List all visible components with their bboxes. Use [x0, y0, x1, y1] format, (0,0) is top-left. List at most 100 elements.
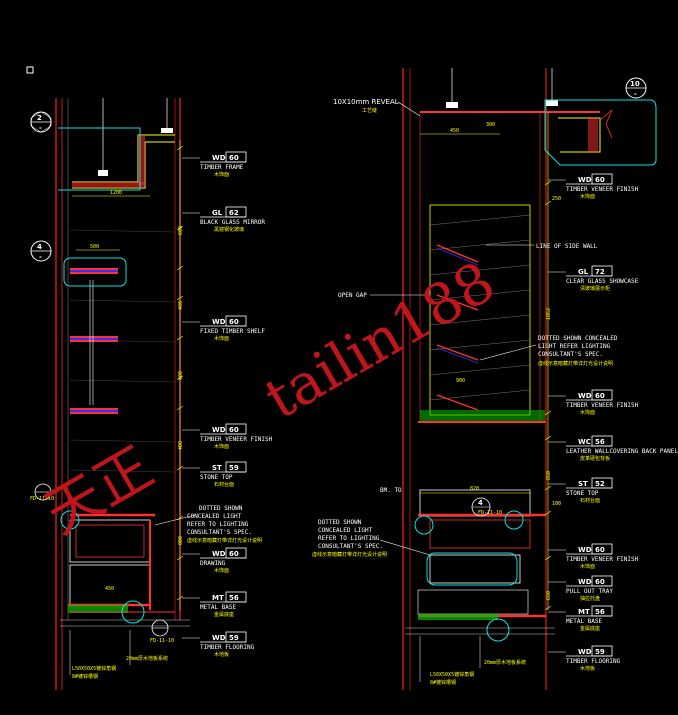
left-tag-cn: 木饰面 — [214, 443, 229, 450]
left-note-line-3: REFER TO LIGHTING — [187, 521, 249, 528]
left-elevation — [55, 98, 190, 690]
left-tag-num: 56 — [229, 594, 239, 602]
left-ref-bubble-2[interactable]: FD-11-10 — [150, 619, 174, 644]
reveal-cn: 工艺缝 — [362, 107, 377, 114]
left-bottom-note-3: 8#镀锌槽钢 — [72, 673, 98, 680]
right-note-line-3: CONSULTANT'S SPEC. — [538, 351, 603, 358]
left-tag-code: WD — [212, 154, 226, 162]
left-bottom-notes: 20mm厚木地板系统 L50X50X5镀锌角钢 8#镀锌槽钢 — [69, 630, 168, 680]
right-tag-cn: 木饰面 — [580, 409, 595, 416]
left-tag-cn: 黑镜钢化玻璃 — [214, 226, 244, 233]
left-ref-1-label: FD-11-10 — [30, 496, 54, 502]
left-tag-num: 60 — [229, 550, 239, 558]
left-bottom-note-2: L50X50X5镀锌角钢 — [72, 665, 116, 672]
right-tag-code: WD — [578, 176, 592, 184]
left-tag-num: 59 — [229, 464, 239, 472]
right-tag-cn: 石材台面 — [580, 497, 600, 504]
right-tag-cn: 皮革硬包背板 — [580, 455, 610, 462]
right-callout-4-sheet: FD-11-10 — [478, 510, 502, 516]
right-dim-8: 900 — [456, 378, 465, 384]
right-tag-num: 72 — [595, 268, 605, 276]
left-dim-6: 800 — [178, 536, 184, 545]
open-gap-label: OPEN GAP — [338, 292, 367, 299]
left-tag-text: TIMBER VENEER FINISH — [200, 436, 273, 443]
right-tag-text: TIMBER VENEER FINISH — [566, 186, 639, 193]
left-light-note: DOTTED SHOWN CONCEALED LIGHT REFER TO LI… — [154, 505, 262, 544]
right-tag-code: ST — [578, 480, 588, 488]
right-tag-cn: 木地板 — [580, 665, 595, 672]
right-tag-text: TIMBER FLOORING — [566, 658, 621, 665]
right-dim-7: 820 — [470, 486, 479, 492]
left-tag-num: 60 — [229, 426, 239, 434]
right-note2-line-4: CONSULTANT'S SPEC. — [318, 543, 383, 550]
left-ref-bubble-1[interactable]: FD-11-10 — [30, 483, 54, 502]
watermark: 天正 tailin188 — [35, 250, 506, 548]
left-dim-3: 400 — [178, 301, 184, 310]
right-dim-9: 650 — [546, 591, 552, 600]
left-shelf-callout-outline — [63, 257, 127, 287]
right-tag-text: STONE TOP — [566, 490, 599, 497]
right-tag-num: 52 — [595, 480, 605, 488]
right-tag-num: 60 — [595, 392, 605, 400]
right-note-line-2: LIGHT REFER LIGHTING — [538, 343, 611, 350]
right-tag-text: METAL BASE — [566, 618, 603, 625]
left-note-line-1: DOTTED SHOWN — [199, 505, 243, 512]
left-tag-code: GL — [212, 209, 223, 217]
right-tag-text: TIMBER VENEER FINISH — [566, 402, 639, 409]
right-tag-num: 56 — [595, 608, 605, 616]
right-elevation — [370, 68, 657, 690]
left-ref-2-label: FD-11-10 — [150, 638, 174, 644]
left-tag-num: 62 — [229, 209, 239, 217]
right-note-line-1: DOTTED SHOWN CONCEALED — [538, 335, 618, 342]
left-tag-text: METAL BASE — [200, 604, 237, 611]
right-bottom-note-2: L50X50X5镀锌角钢 — [430, 671, 474, 678]
right-tag-num: 60 — [595, 578, 605, 586]
right-callout-4[interactable]: 4 FD-11-10 — [471, 497, 502, 517]
left-tag-num: 60 — [229, 154, 239, 162]
right-tag-code: WD — [578, 546, 592, 554]
right-tag-cn: 木饰面 — [580, 563, 595, 570]
left-tag-cn: 木饰面 — [214, 171, 229, 178]
left-callout-4-code: 4 — [37, 243, 42, 251]
left-tag-cn: 石材台面 — [214, 481, 234, 488]
left-note-line-2: CONCEALED LIGHT — [187, 513, 242, 520]
right-callout-10[interactable]: 10 - — [625, 77, 647, 99]
reveal-label: 10X10mm REVEAL — [333, 98, 399, 106]
left-tag-text: TIMBER FLOORING — [200, 644, 255, 651]
left-dim-5: 400 — [178, 441, 184, 450]
left-callout-2-code: 2 — [37, 114, 42, 122]
left-callout-2[interactable]: 2 - — [30, 111, 52, 133]
left-tag-text: FIXED TIMBER SHELF — [200, 328, 265, 335]
right-dim-2: 300 — [486, 122, 495, 128]
left-bottom-note-1: 20mm厚木地板系统 — [126, 655, 168, 662]
left-dims: 500 600 400 400 400 800 1200 450 — [90, 190, 184, 592]
right-dim-6: 100 — [552, 501, 561, 507]
right-bottom-notes: 20mm厚木地板系统 L50X50X5镀锌角钢 8#镀锌槽钢 — [419, 636, 526, 686]
left-dim-1: 500 — [90, 244, 99, 250]
right-tag-num: 56 — [595, 438, 605, 446]
watermark-cn: 天正 — [35, 435, 164, 547]
left-tag-text: TIMBER FRAME — [200, 164, 244, 171]
left-tag-code: ST — [212, 464, 222, 472]
left-tag-code: WD — [212, 634, 226, 642]
left-callout-4[interactable]: 4 - — [30, 240, 52, 262]
